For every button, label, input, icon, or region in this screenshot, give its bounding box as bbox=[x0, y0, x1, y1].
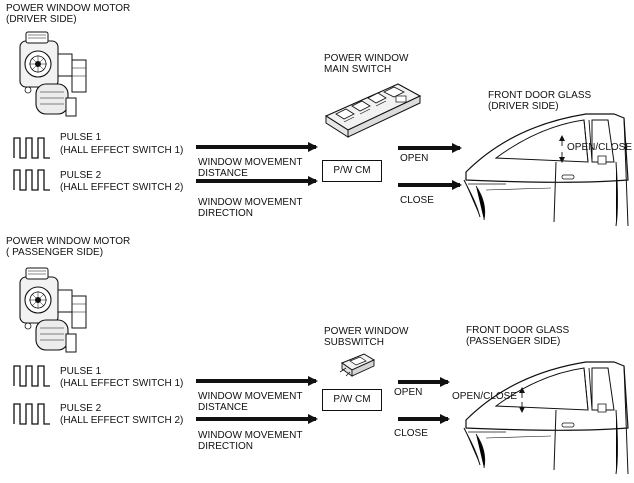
passenger-glass-motion-label: OPEN/CLOSE bbox=[452, 391, 518, 402]
passenger-movement-direction-line1: WINDOW MOVEMENT bbox=[198, 430, 303, 441]
passenger-motor-title-line2: ( PASSENGER SIDE) bbox=[6, 247, 104, 258]
passenger-open-label: OPEN bbox=[394, 387, 423, 398]
driver-glass-title-line1: FRONT DOOR GLASS bbox=[488, 90, 592, 101]
passenger-motor-title-line1: POWER WINDOW MOTOR bbox=[6, 236, 131, 247]
driver-pulse2-label: PULSE 2 bbox=[60, 170, 102, 181]
driver-close-label: CLOSE bbox=[400, 195, 434, 206]
driver-motor-image bbox=[19, 31, 87, 117]
driver-movement-direction-line1: WINDOW MOVEMENT bbox=[198, 197, 303, 208]
driver-pulse2-sublabel: (HALL EFFECT SWITCH 2) bbox=[60, 182, 184, 193]
driver-pulse2-waveform bbox=[13, 169, 50, 191]
passenger-close-label: CLOSE bbox=[394, 428, 428, 439]
passenger-pulse1-sublabel: (HALL EFFECT SWITCH 1) bbox=[60, 378, 184, 389]
driver-movement-distance-line1: WINDOW MOVEMENT bbox=[198, 157, 303, 168]
passenger-movement-distance-line2: DISTANCE bbox=[198, 402, 248, 413]
driver-pulse1-waveform bbox=[13, 137, 50, 159]
driver-motor-title-line1: POWER WINDOW MOTOR bbox=[6, 3, 131, 14]
main-switch-image bbox=[324, 83, 422, 138]
passenger-switch-title-line2: SUBSWITCH bbox=[324, 337, 384, 348]
passenger-movement-direction-line2: DIRECTION bbox=[198, 441, 253, 452]
passenger-pulse1-label: PULSE 1 bbox=[60, 366, 102, 377]
passenger-pulse2-label: PULSE 2 bbox=[60, 403, 102, 414]
passenger-switch-title-line1: POWER WINDOW bbox=[324, 326, 409, 337]
driver-glass-title-line2: (DRIVER SIDE) bbox=[488, 101, 559, 112]
passenger-door-image bbox=[463, 361, 629, 475]
passenger-motor-image bbox=[19, 267, 87, 353]
driver-pulse1-sublabel: (HALL EFFECT SWITCH 1) bbox=[60, 145, 184, 156]
driver-movement-distance-line2: DISTANCE bbox=[198, 168, 248, 179]
driver-switch-title-line1: POWER WINDOW bbox=[324, 53, 409, 64]
passenger-glass-title-line2: (PASSENGER SIDE) bbox=[466, 336, 561, 347]
driver-door-image bbox=[463, 113, 629, 227]
passenger-pulse1-waveform bbox=[13, 365, 50, 387]
driver-pulse1-label: PULSE 1 bbox=[60, 132, 102, 143]
passenger-pwcm-box: P/W CM bbox=[322, 389, 382, 411]
driver-movement-direction-line2: DIRECTION bbox=[198, 208, 253, 219]
driver-motor-title-line2: (DRIVER SIDE) bbox=[6, 14, 77, 25]
driver-switch-title-line2: MAIN SWITCH bbox=[324, 64, 392, 75]
subswitch-image bbox=[339, 353, 376, 377]
passenger-movement-distance-line1: WINDOW MOVEMENT bbox=[198, 391, 303, 402]
passenger-glass-title-line1: FRONT DOOR GLASS bbox=[466, 325, 570, 336]
driver-open-label: OPEN bbox=[400, 153, 429, 164]
passenger-pulse2-waveform bbox=[13, 403, 50, 425]
driver-glass-motion-label: OPEN/CLOSE bbox=[567, 142, 633, 153]
driver-pwcm-box: P/W CM bbox=[322, 160, 382, 182]
passenger-pulse2-sublabel: (HALL EFFECT SWITCH 2) bbox=[60, 415, 184, 426]
